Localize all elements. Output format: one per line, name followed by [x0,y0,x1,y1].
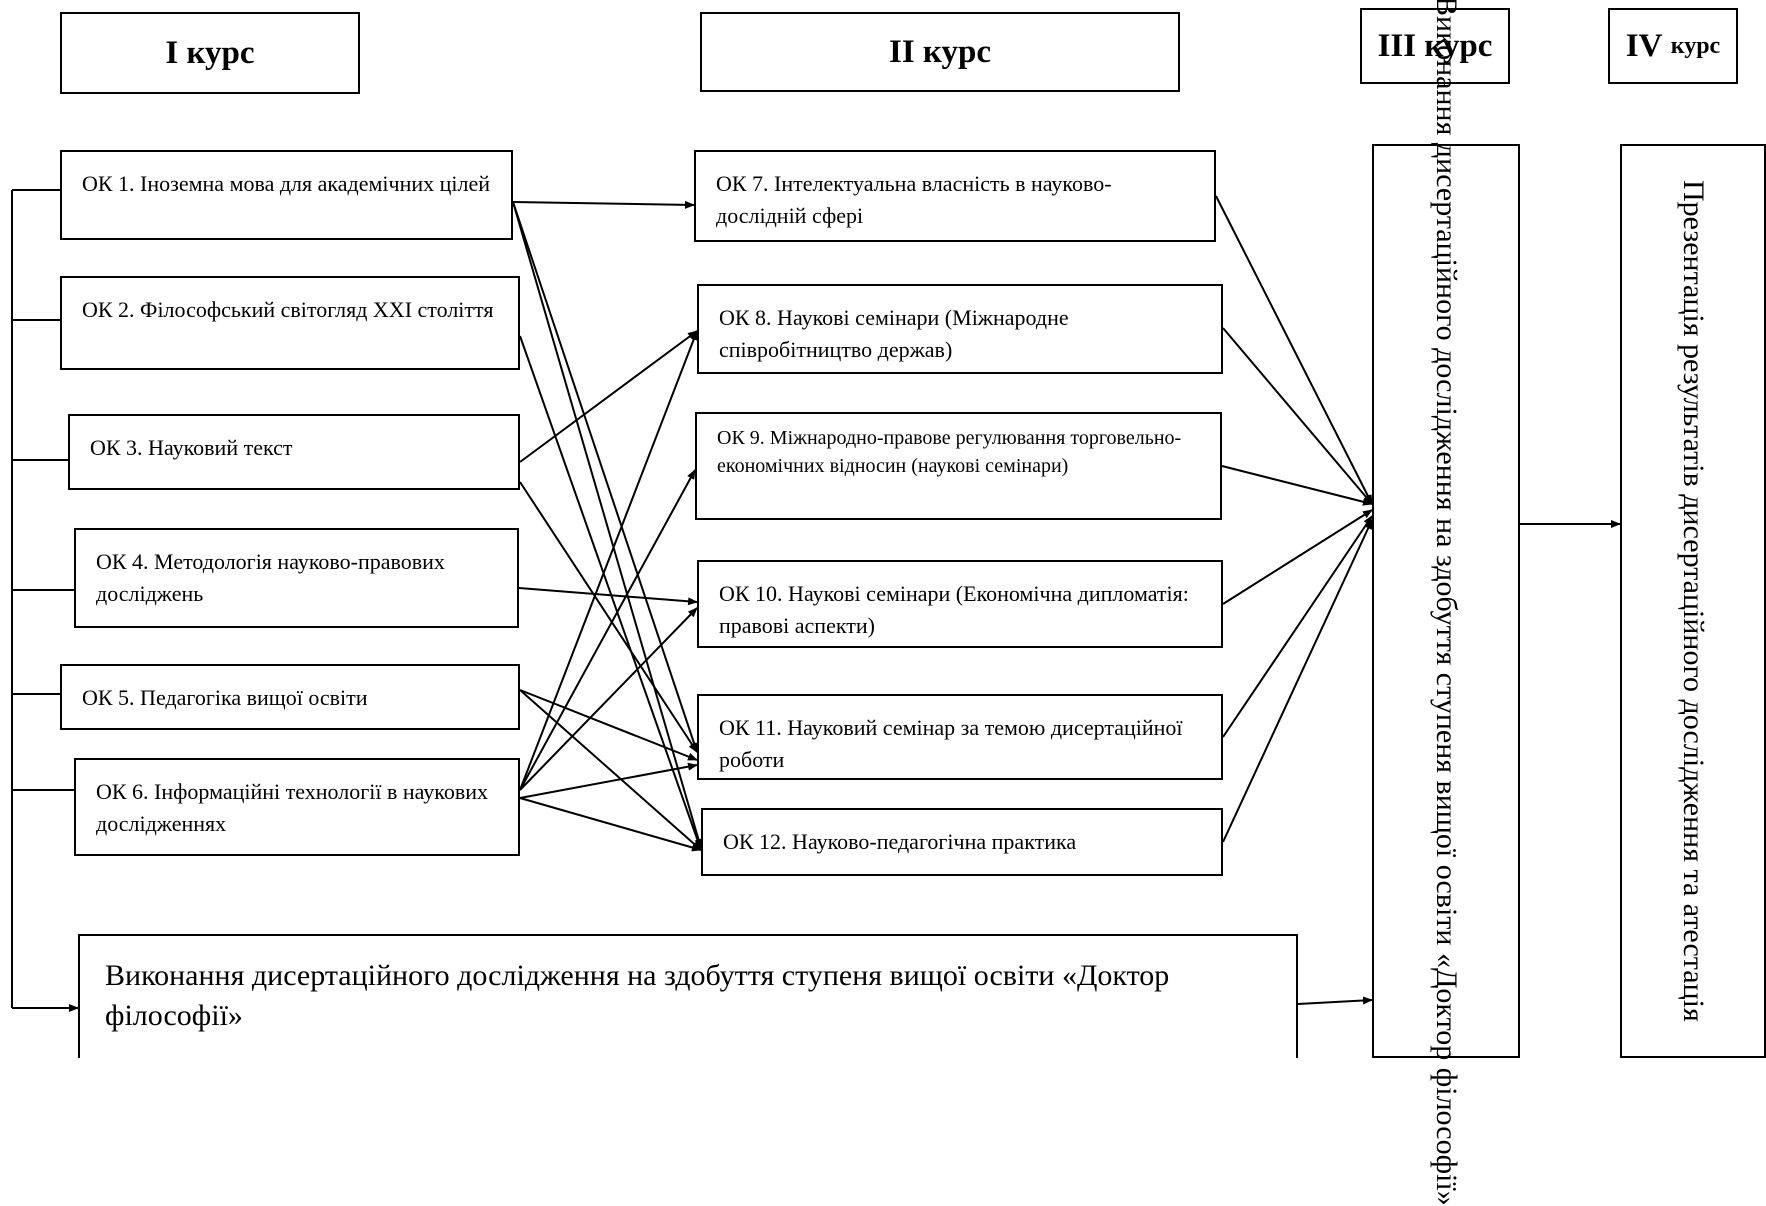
component-ok4: ОК 4. Методологія науково-правових дослі… [74,528,519,628]
bottom-dissertation-box: Виконання дисертаційного дослідження на … [78,934,1298,1058]
year4-presentation-text: Презентація результатів дисертаційного д… [1677,180,1710,1022]
component-ok5-label: ОК 5. Педагогіка вищої освіти [82,685,368,710]
link-ok2-ok12 [519,335,702,851]
link-ok12-year3 [1222,519,1373,843]
link-ok4-ok10 [518,587,698,606]
component-ok11: ОК 11. Науковий семінар за темою дисерта… [697,694,1223,780]
year3-dissertation-box: Виконання дисертаційного дослідження на … [1372,0,1520,1206]
component-ok10: ОК 10. Наукові семінари (Економічна дипл… [697,560,1223,648]
header-course-3: ІІІ курс [1360,8,1510,84]
component-ok7-label: ОК 7. Інтелектуальна власність в науково… [716,171,1112,228]
link-ok5-ok11 [519,689,698,761]
bottom-dissertation-text: Виконання дисертаційного дослідження на … [105,959,1170,1032]
link-ok1-ok11 [512,201,698,753]
year3-dissertation-text: Виконання дисертаційного дослідження на … [1430,0,1463,1206]
component-ok1-label: ОК 1. Іноземна мова для академічних ціле… [82,171,491,196]
component-ok6-label: ОК 6. Інформаційні технології в наукових… [96,779,489,836]
year4-presentation-box: Презентація результатів дисертаційного д… [1620,144,1766,1058]
component-ok6: ОК 6. Інформаційні технології в наукових… [74,758,520,856]
link-ok6-ok9 [519,469,696,791]
component-ok2-label: ОК 2. Філософський світогляд ХХІ столітт… [82,297,494,322]
component-ok11-label: ОК 11. Науковий семінар за темою дисерта… [719,715,1183,772]
link-ok8-year3 [1222,327,1373,505]
link-ok1-ok7 [512,200,695,209]
header-course-1: І курс [60,12,360,94]
component-ok5: ОК 5. Педагогіка вищої освіти [60,664,520,730]
link-bottom-year3 [1297,996,1373,1005]
component-ok10-label: ОК 10. Наукові семінари (Економічна дипл… [719,581,1189,638]
link-ok9-year3 [1221,465,1373,506]
component-ok4-label: ОК 4. Методологія науково-правових дослі… [96,549,445,606]
link-ok5-ok12 [519,689,702,851]
header-course-1-label: І курс [165,34,255,71]
link-ok11-year3 [1222,515,1373,738]
header-course-4: IV курс [1608,8,1738,84]
header-course-4-word: курс [1670,32,1721,59]
component-ok12-label: ОК 12. Науково-педагогічна практика [723,829,1077,854]
header-course-2-label: ІІ курс [889,33,991,70]
link-ok1-ok12 [512,201,703,849]
component-ok8-label: ОК 8. Наукові семінари (Міжнародне співр… [719,305,1069,362]
link-ok6-ok11 [519,762,698,799]
link-ok6-ok12 [519,797,702,852]
link-ok10-year3 [1222,509,1373,605]
connections-layer [11,189,1621,1012]
component-ok1: ОК 1. Іноземна мова для академічних ціле… [60,150,513,240]
component-ok7: ОК 7. Інтелектуальна власність в науково… [694,150,1216,242]
component-ok8: ОК 8. Наукові семінари (Міжнародне співр… [697,284,1223,374]
component-ok3-label: ОК 3. Науковий текст [90,435,293,460]
component-ok9: ОК 9. Міжнародно-правове регулювання тор… [695,412,1222,520]
link-ok3-ok8 [519,330,698,463]
link-ok6-ok8 [519,330,698,791]
link-ok3-ok11 [519,481,698,753]
header-course-4-roman: IV [1625,27,1663,64]
link-ok6-ok10 [519,607,698,791]
link-ok7-year3 [1215,195,1373,505]
header-course-3-label: ІІІ курс [1377,27,1493,64]
header-course-2: ІІ курс [700,12,1180,92]
component-ok9-label: ОК 9. Міжнародно-правове регулювання тор… [717,427,1182,477]
component-ok2: ОК 2. Філософський світогляд ХХІ столітт… [60,276,520,370]
component-ok3: ОК 3. Науковий текст [68,414,520,490]
